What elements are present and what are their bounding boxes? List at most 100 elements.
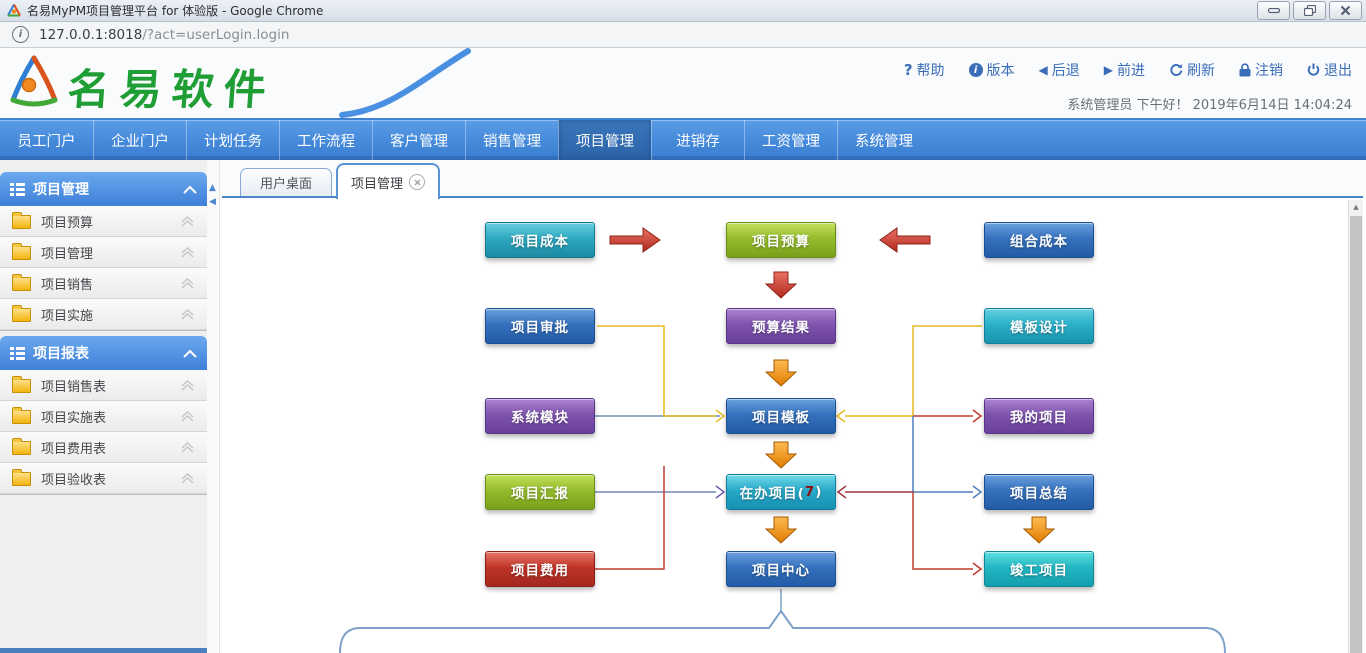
splitter-up-icon[interactable]: ▲ xyxy=(209,183,216,193)
arrowhead-yellow-right xyxy=(715,409,726,423)
nav-item-sales-mgmt[interactable]: 销售管理 xyxy=(465,120,558,160)
nav-item-employee-portal[interactable]: 员工门户 xyxy=(0,120,93,160)
flow-node-label: ) xyxy=(815,484,823,500)
flow-node-label: 组合成本 xyxy=(1010,234,1068,250)
block-arrow-left xyxy=(879,227,931,253)
nav-item-project-mgmt[interactable]: 项目管理 xyxy=(558,120,651,160)
info-icon: i xyxy=(968,63,983,77)
nav-label: 进销存 xyxy=(676,133,720,150)
logout-link[interactable]: 注销 xyxy=(1239,60,1283,80)
refresh-link[interactable]: 刷新 xyxy=(1169,60,1215,80)
back-link[interactable]: ◀ 后退 xyxy=(1039,60,1080,80)
flow-node-project-center[interactable]: 项目中心 xyxy=(726,551,836,587)
decorative-swoosh xyxy=(339,48,471,118)
nav-item-enterprise-portal[interactable]: 企业门户 xyxy=(93,120,186,160)
flow-node-label: 我的项目 xyxy=(1010,410,1068,426)
close-button[interactable] xyxy=(1329,1,1362,20)
page-info-icon[interactable]: i xyxy=(12,26,29,43)
scrollbar-up-button[interactable]: ▲ xyxy=(1353,203,1359,211)
sidebar-item-project-budget[interactable]: 项目预算 xyxy=(0,206,207,237)
flow-node-my-project[interactable]: 我的项目 xyxy=(984,398,1094,434)
flow-node-project-report[interactable]: 项目汇报 xyxy=(485,474,595,510)
restore-button[interactable] xyxy=(1293,1,1326,20)
flow-node-completed-project[interactable]: 竣工项目 xyxy=(984,551,1094,587)
flow-node-combined-cost[interactable]: 组合成本 xyxy=(984,222,1094,258)
nav-item-workflow[interactable]: 工作流程 xyxy=(279,120,372,160)
sidebar-header-project-reports[interactable]: 项目报表 xyxy=(0,336,207,370)
sidebar-section-title: 项目管理 xyxy=(33,182,89,198)
arrowhead-darkred-left xyxy=(836,485,847,499)
flow-node-count: 7 xyxy=(804,484,816,500)
sidebar-item-project-sales[interactable]: 项目销售 xyxy=(0,268,207,299)
flow-node-label: 项目模板 xyxy=(752,410,810,426)
flow-node-template-design[interactable]: 模板设计 xyxy=(984,308,1094,344)
nav-item-customer-mgmt[interactable]: 客户管理 xyxy=(372,120,465,160)
exit-link[interactable]: 退出 xyxy=(1307,60,1352,80)
sidebar-item-project-sales-report[interactable]: 项目销售表 xyxy=(0,370,207,401)
sidebar-item-project-acceptance-report[interactable]: 项目验收表 xyxy=(0,463,207,494)
chevron-up-icon xyxy=(183,349,197,358)
flow-node-system-module[interactable]: 系统模块 xyxy=(485,398,595,434)
tab-user-desktop[interactable]: 用户桌面 xyxy=(240,168,332,196)
app-favicon xyxy=(7,4,21,17)
flow-node-project-budget[interactable]: 项目预算 xyxy=(726,222,836,258)
minimize-button[interactable] xyxy=(1257,1,1290,20)
header-links: ? 帮助 i 版本 ◀ 后退 ▶ 前进 刷新 xyxy=(904,60,1352,80)
nav-item-system-mgmt[interactable]: 系统管理 xyxy=(837,120,930,160)
flow-node-budget-result[interactable]: 预算结果 xyxy=(726,308,836,344)
flow-node-label: 项目预算 xyxy=(752,234,810,250)
arrowhead-blue-right xyxy=(972,485,983,499)
login-status: 系统管理员 下午好！ 2019年6月14日 14:04:24 xyxy=(1067,98,1352,113)
double-chevron-up-icon xyxy=(181,441,194,453)
list-icon xyxy=(10,182,25,196)
sidebar: 项目管理 项目预算 项目管理 项目销售 xyxy=(0,160,207,653)
folder-icon xyxy=(12,376,31,393)
connector-expense-up xyxy=(595,466,665,570)
sidebar-item-project-mgmt[interactable]: 项目管理 xyxy=(0,237,207,268)
flow-node-label: 项目成本 xyxy=(511,234,569,250)
sidebar-splitter[interactable]: ▲ ◀ xyxy=(207,160,220,653)
help-link[interactable]: ? 帮助 xyxy=(904,60,945,80)
forward-link[interactable]: ▶ 前进 xyxy=(1104,60,1145,80)
minimize-icon xyxy=(1267,7,1280,13)
nav-label: 工资管理 xyxy=(762,133,820,150)
forward-icon: ▶ xyxy=(1103,63,1113,77)
content-scrollbar[interactable]: ▲ xyxy=(1348,200,1363,653)
flow-node-label: 项目费用 xyxy=(511,563,569,579)
connector-approval-to-template xyxy=(597,325,716,417)
sidebar-item-project-implementation-report[interactable]: 项目实施表 xyxy=(0,401,207,432)
sidebar-header-project-mgmt[interactable]: 项目管理 xyxy=(0,172,207,206)
splitter-collapse-icon[interactable]: ◀ xyxy=(209,197,216,207)
window-title: 名易MyPM项目管理平台 for 体验版 - Google Chrome xyxy=(27,4,324,18)
block-arrow-down-orange-4 xyxy=(1022,516,1056,544)
version-link[interactable]: i 版本 xyxy=(968,60,1015,80)
double-chevron-up-icon xyxy=(181,472,194,484)
flowchart-connectors xyxy=(339,227,1226,653)
url-text[interactable]: 127.0.0.1:8018/?act=userLogin.login xyxy=(39,27,289,43)
nav-label: 企业门户 xyxy=(111,133,169,150)
flow-node-project-cost[interactable]: 项目成本 xyxy=(485,222,595,258)
flow-node-project-summary[interactable]: 项目总结 xyxy=(984,474,1094,510)
help-icon: ? xyxy=(903,61,913,79)
tab-close-icon[interactable] xyxy=(409,174,425,190)
sidebar-bottom-strip xyxy=(0,648,207,653)
sidebar-item-project-implementation[interactable]: 项目实施 xyxy=(0,299,207,330)
flow-node-project-approval[interactable]: 项目审批 xyxy=(485,308,595,344)
nav-item-plan-task[interactable]: 计划任务 xyxy=(186,120,279,160)
nav-label: 工作流程 xyxy=(297,133,355,150)
folder-icon xyxy=(12,407,31,424)
nav-item-inventory[interactable]: 进销存 xyxy=(651,120,744,160)
tab-project-mgmt[interactable]: 项目管理 xyxy=(336,163,440,199)
back-label: 后退 xyxy=(1051,63,1080,79)
refresh-label: 刷新 xyxy=(1187,63,1215,79)
flow-node-active-projects[interactable]: 在办项目(7) xyxy=(726,474,836,510)
scrollbar-thumb[interactable] xyxy=(1350,216,1362,653)
nav-item-payroll-mgmt[interactable]: 工资管理 xyxy=(744,120,837,160)
address-bar[interactable]: i 127.0.0.1:8018/?act=userLogin.login xyxy=(0,22,1366,48)
sidebar-item-project-expense-report[interactable]: 项目费用表 xyxy=(0,432,207,463)
sidebar-section-title: 项目报表 xyxy=(33,346,89,362)
flow-node-project-expense[interactable]: 项目费用 xyxy=(485,551,595,587)
nav-label: 销售管理 xyxy=(483,133,541,150)
flow-node-label: 项目审批 xyxy=(511,320,569,336)
flow-node-project-template[interactable]: 项目模板 xyxy=(726,398,836,434)
